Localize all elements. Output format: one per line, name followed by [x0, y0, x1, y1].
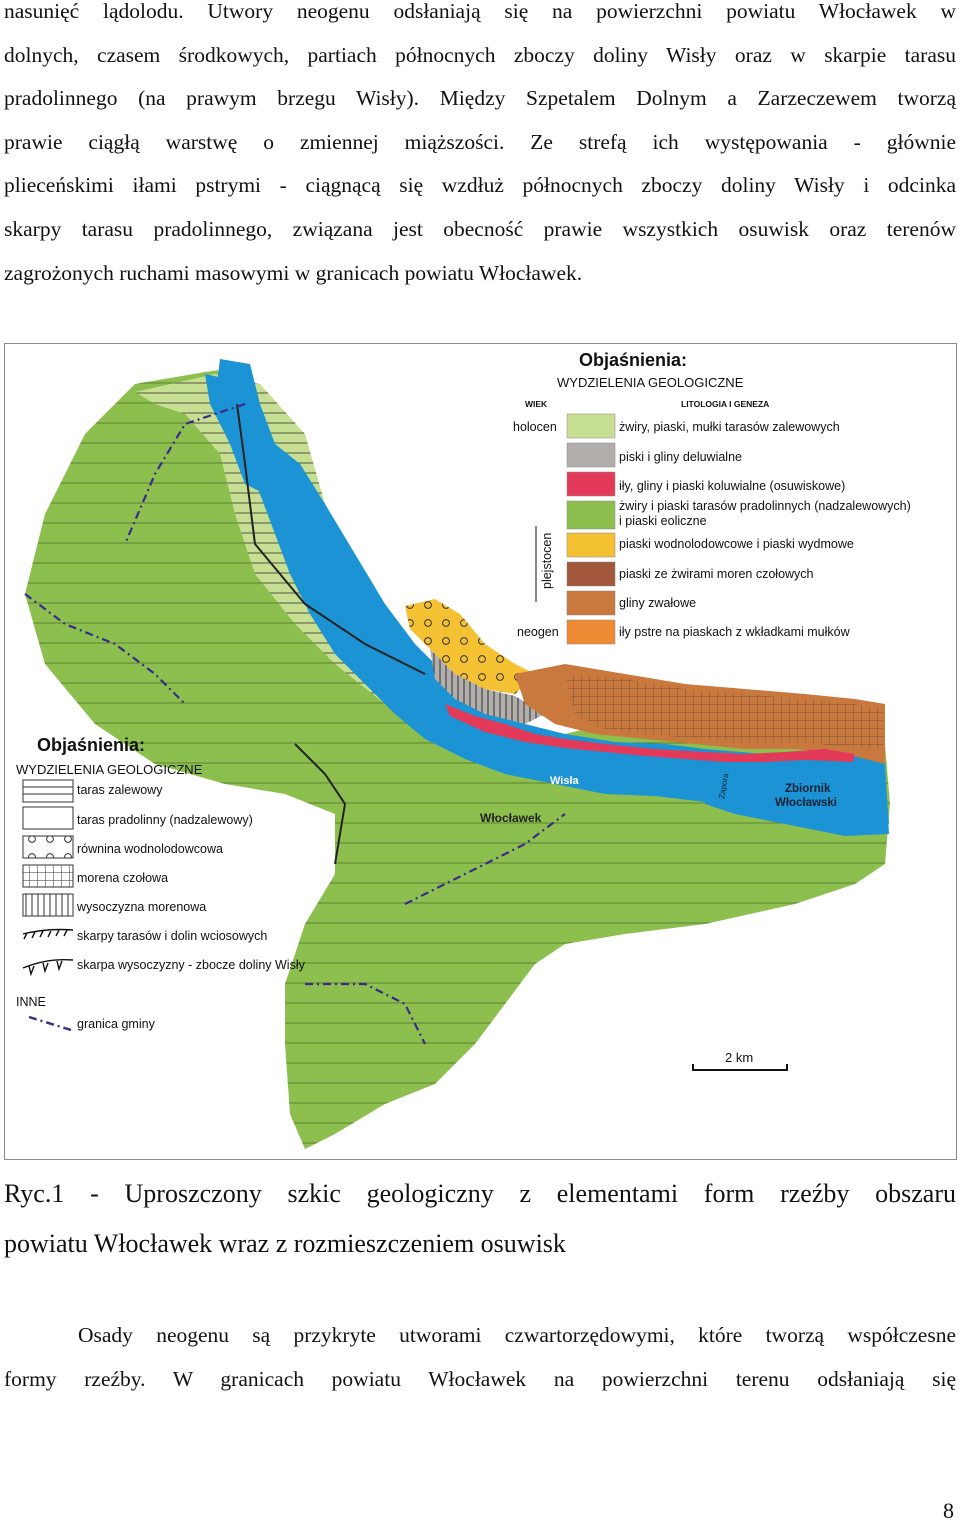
- text-line: pradolinnego (na prawym brzegu Wisły). M…: [4, 86, 956, 111]
- legend-swatch: [566, 442, 616, 468]
- legend-item-label: wysoczyzna morenowa: [76, 900, 206, 914]
- landslides: [445, 704, 855, 762]
- legend-item-label: piaski wodnolodowcowe i piaski wydmowe: [619, 537, 854, 551]
- legend-item-label: granica gminy: [77, 1017, 156, 1031]
- label-wisla: Wisła: [550, 775, 580, 787]
- legend-item-label: iły pstre na piaskach z wkładkami mułków: [619, 625, 851, 639]
- figure-caption: Ryc.1 - Uproszczony szkic geologiczny z …: [4, 1169, 956, 1269]
- legend-swatch: [566, 561, 616, 587]
- text-line: nasunięć lądolodu. Utwory neogenu odsłan…: [4, 0, 956, 23]
- legend-other-heading: INNE: [16, 995, 46, 1009]
- legend-right: Objaśnienia: WYDZIELENIA GEOLOGICZNE WIE…: [513, 350, 911, 645]
- text-line: zagrożonych ruchami masowymi w granicach…: [4, 260, 583, 285]
- top-paragraph: nasunięć lądolodu. Utwory neogenu odsłan…: [4, 0, 956, 295]
- legend-swatch: [566, 619, 616, 645]
- legend-age-neogen: neogen: [517, 625, 559, 639]
- scale-label: 2 km: [725, 1050, 753, 1065]
- geological-map-figure: Wisła Włocławek Zbiornik Włocławski Zapo…: [4, 343, 957, 1160]
- legend-col-lith: LITOLOGIA I GENEZA: [681, 399, 769, 409]
- legend-subtitle: WYDZIELENIA GEOLOGICZNE: [557, 375, 744, 390]
- legend-swatch: [566, 590, 616, 616]
- legend-swatch-vertical: [22, 893, 74, 917]
- label-reservoir-1: Zbiornik: [785, 783, 831, 795]
- geological-map: Wisła Włocławek Zbiornik Włocławski Zapo…: [16, 350, 911, 1149]
- legend-swatch-horizontal: [22, 779, 74, 803]
- legend-item-label: skarpy tarasów i dolin wciosowych: [77, 929, 267, 943]
- legend-item-label: równina wodnolodowcowa: [77, 842, 223, 856]
- legend-swatch: [566, 471, 616, 497]
- legend-swatch-circles: [22, 835, 74, 859]
- legend-age-plejstocen: plejstocen: [540, 533, 554, 589]
- text-line: plieceńskimi iłami pstrymi - ciągnącą si…: [4, 173, 956, 198]
- legend-age-holocen: holocen: [513, 420, 557, 434]
- legend-swatch-blank: [22, 806, 74, 830]
- municipality-boundary: [24, 402, 566, 1045]
- legend-title: Objaśnienia:: [579, 350, 687, 370]
- legend-symbol-ticks: [22, 928, 74, 940]
- bottom-paragraph: Osady neogenu są przykryte utworami czwa…: [4, 1314, 956, 1401]
- legend-swatch: [566, 532, 616, 558]
- moraine-pattern: [565, 674, 883, 749]
- caption-line: powiatu Włocławek wraz z rozmieszczeniem…: [4, 1229, 566, 1258]
- legend-subtitle: WYDZIELENIA GEOLOGICZNE: [16, 762, 203, 777]
- river-branch: [205, 374, 265, 494]
- legend-item-label: taras pradolinny (nadzalewowy): [77, 813, 253, 827]
- scarp-line: [236, 403, 426, 675]
- text-line: Osady neogenu są przykryte utworami czwa…: [78, 1323, 956, 1347]
- page-number: 8: [943, 1498, 954, 1523]
- legend-symbol-vticks: [22, 958, 74, 977]
- legend-item-label: taras zalewowy: [77, 783, 163, 797]
- reservoir: [705, 749, 889, 836]
- legend-item-label: iły, gliny i piaski koluwialne (osuwisko…: [619, 479, 845, 493]
- legend-title: Objaśnienia:: [37, 735, 145, 755]
- legend-col-age: WIEK: [525, 399, 548, 409]
- legend-swatch: [566, 500, 616, 530]
- legend-symbol-boundary: [28, 1015, 72, 1032]
- legend-item-label: gliny zwałowe: [619, 596, 696, 610]
- legend-swatch: [566, 413, 616, 439]
- text-line: dolnych, czasem środkowych, partiach pół…: [4, 42, 956, 67]
- legend-item-label: piaski ze żwirami moren czołowych: [619, 567, 814, 581]
- legend-item-label: i piaski eoliczne: [619, 514, 707, 528]
- text-line: skarpy tarasu pradolinnego, związana jes…: [4, 216, 956, 241]
- text-line: formy rzeźby. W granicach powiatu Włocła…: [4, 1366, 956, 1391]
- label-reservoir-2: Włocławski: [775, 797, 837, 809]
- text-line: prawie ciągłą warstwę o zmiennej miąższo…: [4, 129, 956, 154]
- deluvial-strip-pattern: [430, 649, 545, 724]
- legend-item-label: żwiry i piaski tarasów pradolinnych (nad…: [619, 499, 911, 513]
- caption-line: Ryc.1 - Uproszczony szkic geologiczny z …: [4, 1179, 956, 1208]
- scarp-line: [294, 743, 347, 865]
- legend-swatch-grid: [22, 864, 74, 888]
- legend-item-label: skarpa wysoczyzny - zbocze doliny Wisły: [77, 958, 306, 972]
- legend-left: Objaśnienia: WYDZIELENIA GEOLOGICZNE tar…: [16, 735, 306, 1032]
- legend-item-label: morena czołowa: [77, 871, 168, 885]
- legend-item-label: piski i gliny deluwialne: [619, 450, 742, 464]
- label-wloclawek: Włocławek: [480, 811, 542, 825]
- scale-bar: 2 km: [692, 1050, 788, 1071]
- outwash-plain-pattern: [405, 599, 535, 694]
- legend-item-label: żwiry, piaski, mułki tarasów zalewowych: [619, 420, 840, 434]
- label-dam: Zapora: [717, 772, 730, 799]
